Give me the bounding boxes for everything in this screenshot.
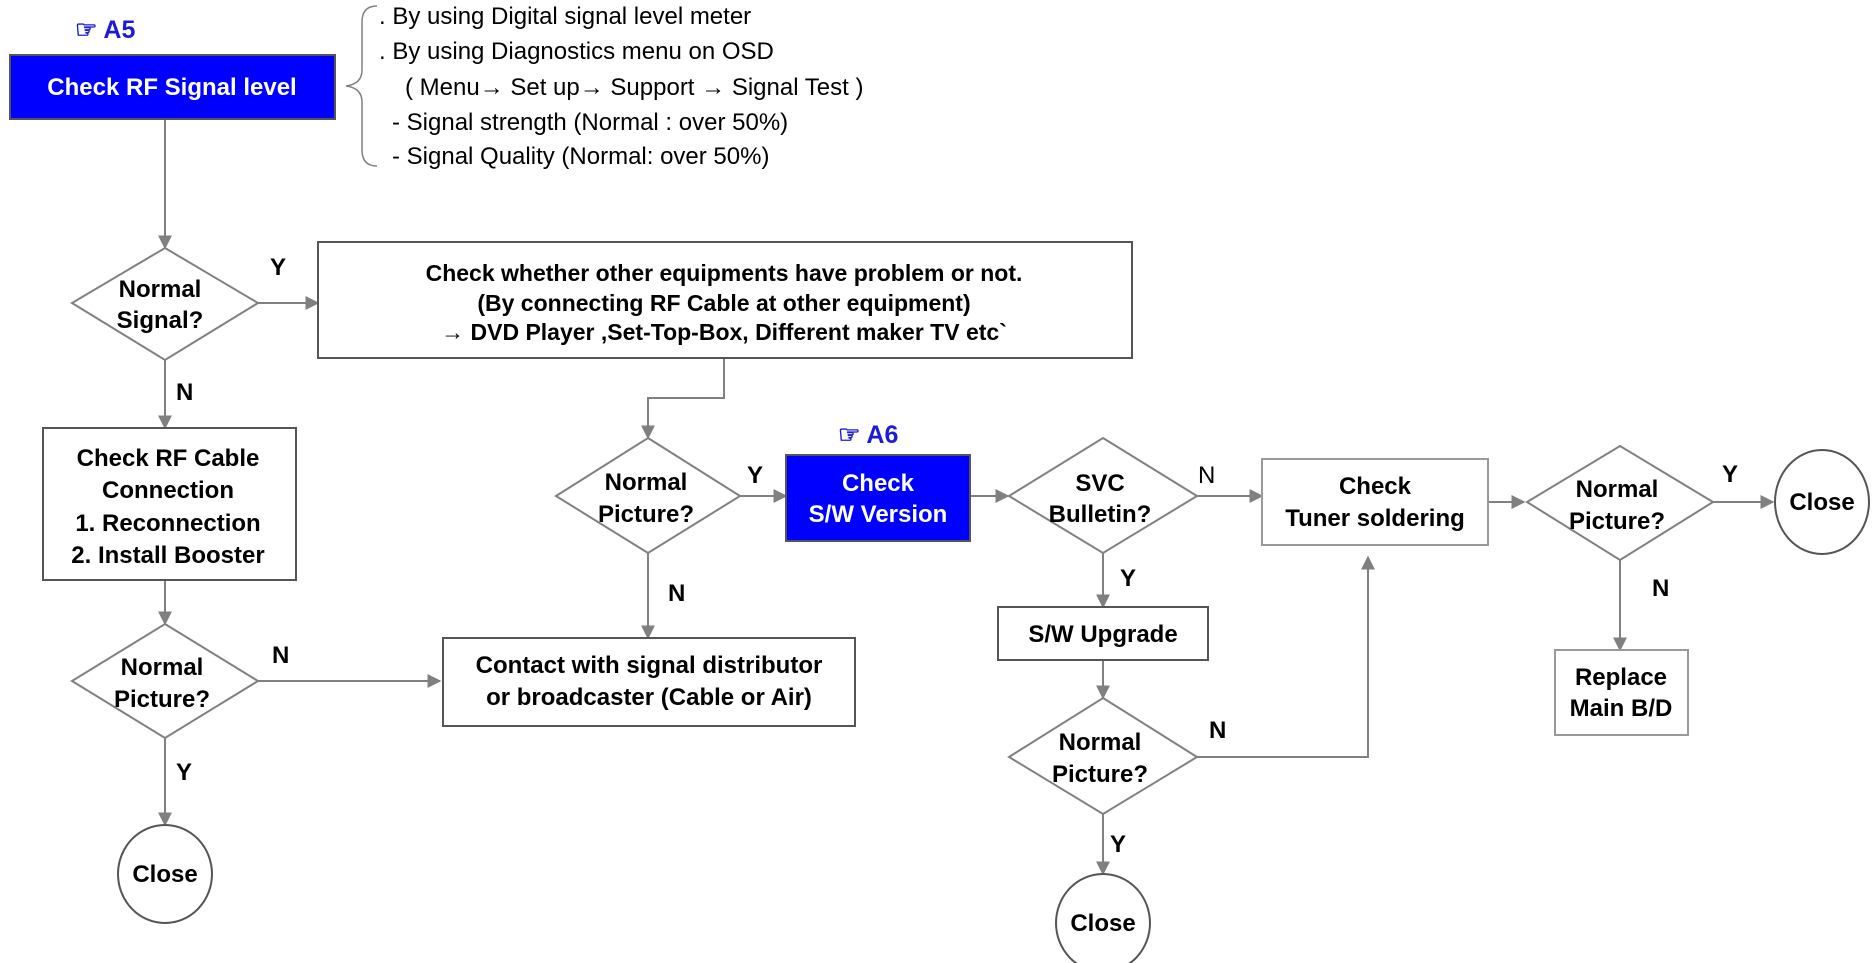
normal-picture-left-label: Normal	[121, 654, 204, 681]
marker-a6: ☞ A6	[838, 421, 898, 449]
node-labels: Check RF Signal level Normal Signal? Che…	[47, 74, 1854, 937]
contact-distributor-label: or broadcaster (Cable or Air)	[486, 684, 812, 711]
svc-bulletin-label: SVC	[1075, 470, 1124, 497]
contact-distributor-box[interactable]	[442, 637, 856, 727]
edge-label-no: N	[1198, 462, 1215, 489]
check-sw-version-label: S/W Version	[809, 501, 948, 528]
edge-label-no: N	[1652, 575, 1669, 602]
close-lower-label: Close	[1070, 910, 1135, 937]
sw-upgrade-label: S/W Upgrade	[1028, 621, 1177, 648]
edge-label-no: N	[272, 642, 289, 669]
edge-equipment-to-picture	[641, 358, 725, 440]
notes-brace	[345, 5, 378, 167]
edge-label-no: N	[668, 580, 685, 607]
normal-picture-mid-label: Picture?	[598, 501, 694, 528]
normal-signal-label: Signal?	[117, 307, 204, 334]
normal-picture-left-label: Picture?	[114, 686, 210, 713]
note-line: - Signal Quality (Normal: over 50%)	[392, 143, 769, 170]
close-right-label: Close	[1789, 489, 1854, 516]
check-rf-cable-box[interactable]	[42, 427, 297, 581]
check-rf-signal-box[interactable]	[9, 54, 336, 120]
replace-main-box[interactable]	[1554, 649, 1689, 736]
normal-picture-right-diamond[interactable]	[1525, 444, 1715, 562]
check-rf-cable-label: 1. Reconnection	[75, 510, 260, 537]
normal-picture-mid-label: Normal	[605, 469, 688, 496]
normal-picture-right-label: Picture?	[1569, 508, 1665, 535]
check-other-equipment-box[interactable]	[317, 241, 1133, 359]
edge-label-yes: Y	[747, 462, 763, 489]
note-line: . By using Digital signal level meter	[379, 3, 751, 30]
edge-label-yes: Y	[176, 759, 192, 786]
edge-label-yes: Y	[1110, 831, 1126, 858]
edge-label-no: N	[1209, 717, 1226, 744]
close-left-label: Close	[132, 861, 197, 888]
replace-main-label: Replace	[1575, 664, 1667, 691]
check-tuner-label: Tuner soldering	[1285, 505, 1465, 532]
contact-distributor-label: Contact with signal distributor	[476, 652, 823, 679]
close-right-ellipse[interactable]	[1774, 449, 1870, 555]
note-line: ( Menu→ Set up→ Support → Signal Test )	[405, 74, 863, 101]
note-line: - Signal strength (Normal : over 50%)	[392, 109, 788, 136]
normal-picture-mid-diamond[interactable]	[554, 436, 742, 555]
close-lower-ellipse[interactable]	[1055, 873, 1151, 963]
edge-labels: Y N N Y Y N N Y N Y Y N	[176, 254, 1738, 858]
marker-a5: ☞ A5	[75, 16, 135, 44]
connectors	[158, 119, 1775, 876]
close-left-ellipse[interactable]	[117, 824, 213, 924]
note-line: . By using Diagnostics menu on OSD	[379, 38, 774, 65]
svc-bulletin-label: Bulletin?	[1049, 501, 1152, 528]
edge-label-yes: Y	[1722, 461, 1738, 488]
normal-signal-label: Normal	[119, 276, 202, 303]
check-other-equipment-label: → DVD Player ,Set-Top-Box, Different mak…	[441, 319, 1007, 345]
shapes	[9, 54, 1870, 963]
check-tuner-box[interactable]	[1261, 458, 1489, 546]
normal-picture-right-label: Normal	[1576, 476, 1659, 503]
check-other-equipment-label: (By connecting RF Cable at other equipme…	[477, 290, 970, 316]
check-rf-signal-label: Check RF Signal level	[47, 74, 296, 101]
check-rf-cable-label: Check RF Cable	[77, 445, 260, 472]
edge-label-yes: Y	[270, 254, 286, 281]
replace-main-label: Main B/D	[1570, 695, 1673, 722]
normal-picture-lower-diamond[interactable]	[1007, 696, 1199, 816]
check-other-equipment-label: Check whether other equipments have prob…	[426, 260, 1023, 286]
check-rf-cable-label: 2. Install Booster	[71, 542, 264, 569]
check-rf-cable-label: Connection	[102, 477, 234, 504]
notes: . By using Digital signal level meter . …	[379, 3, 863, 170]
edge-label-yes: Y	[1120, 565, 1136, 592]
check-sw-version-box[interactable]	[785, 454, 971, 542]
normal-picture-lower-label: Normal	[1059, 729, 1142, 756]
normal-signal-diamond[interactable]	[70, 246, 260, 362]
check-tuner-label: Check	[1339, 473, 1412, 500]
normal-picture-lower-label: Picture?	[1052, 761, 1148, 788]
svc-bulletin-diamond[interactable]	[1007, 436, 1199, 555]
check-sw-version-label: Check	[842, 470, 915, 497]
edge-lower-picture-no	[1197, 555, 1375, 758]
edge-label-no: N	[176, 379, 193, 406]
sw-upgrade-box[interactable]	[997, 606, 1209, 661]
normal-picture-left-diamond[interactable]	[70, 622, 260, 740]
